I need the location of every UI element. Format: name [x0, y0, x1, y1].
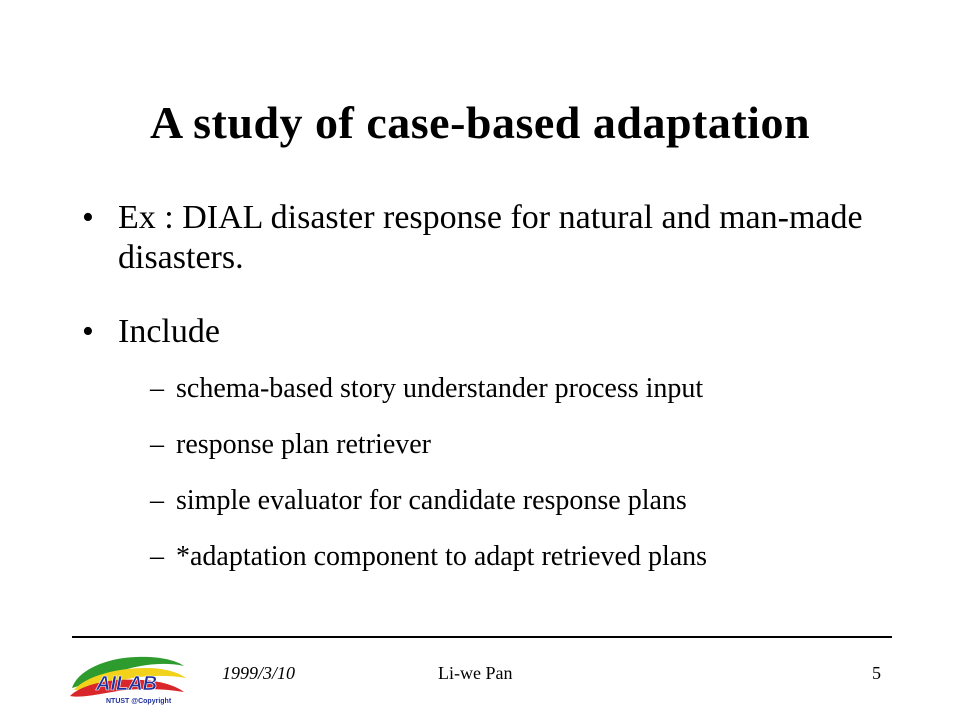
footer-divider: [72, 636, 892, 638]
sub-item-text: schema-based story understander process …: [176, 373, 704, 404]
sub-item-text: *adaptation component to adapt retrieved…: [176, 541, 708, 572]
bullet-marker: •: [82, 199, 94, 236]
dash-marker: –: [150, 541, 164, 572]
footer-author: Li-we Pan: [438, 663, 513, 683]
dash-marker: –: [150, 429, 164, 460]
sub-item-text: simple evaluator for candidate response …: [176, 485, 687, 516]
logo-swoosh-green: [72, 656, 184, 688]
bullet-text: Include: [118, 313, 220, 350]
logo-swoosh-red: [70, 679, 184, 697]
dash-marker: –: [150, 485, 164, 516]
dash-marker: –: [150, 373, 164, 404]
bullet-text: Ex : DIAL disaster response for natural …: [118, 199, 863, 276]
logo-text: AILAB: [95, 673, 157, 695]
slide-title: A study of case-based adaptation: [149, 97, 811, 148]
sub-item-text: response plan retriever: [176, 429, 431, 460]
footer-date: 1999/3/10: [222, 663, 296, 683]
ailab-logo: AILAB NTUST @Copyright: [70, 656, 186, 705]
page-number: 5: [872, 663, 881, 683]
logo-subtext: NTUST @Copyright: [106, 698, 172, 705]
bullet-marker: •: [82, 313, 94, 350]
